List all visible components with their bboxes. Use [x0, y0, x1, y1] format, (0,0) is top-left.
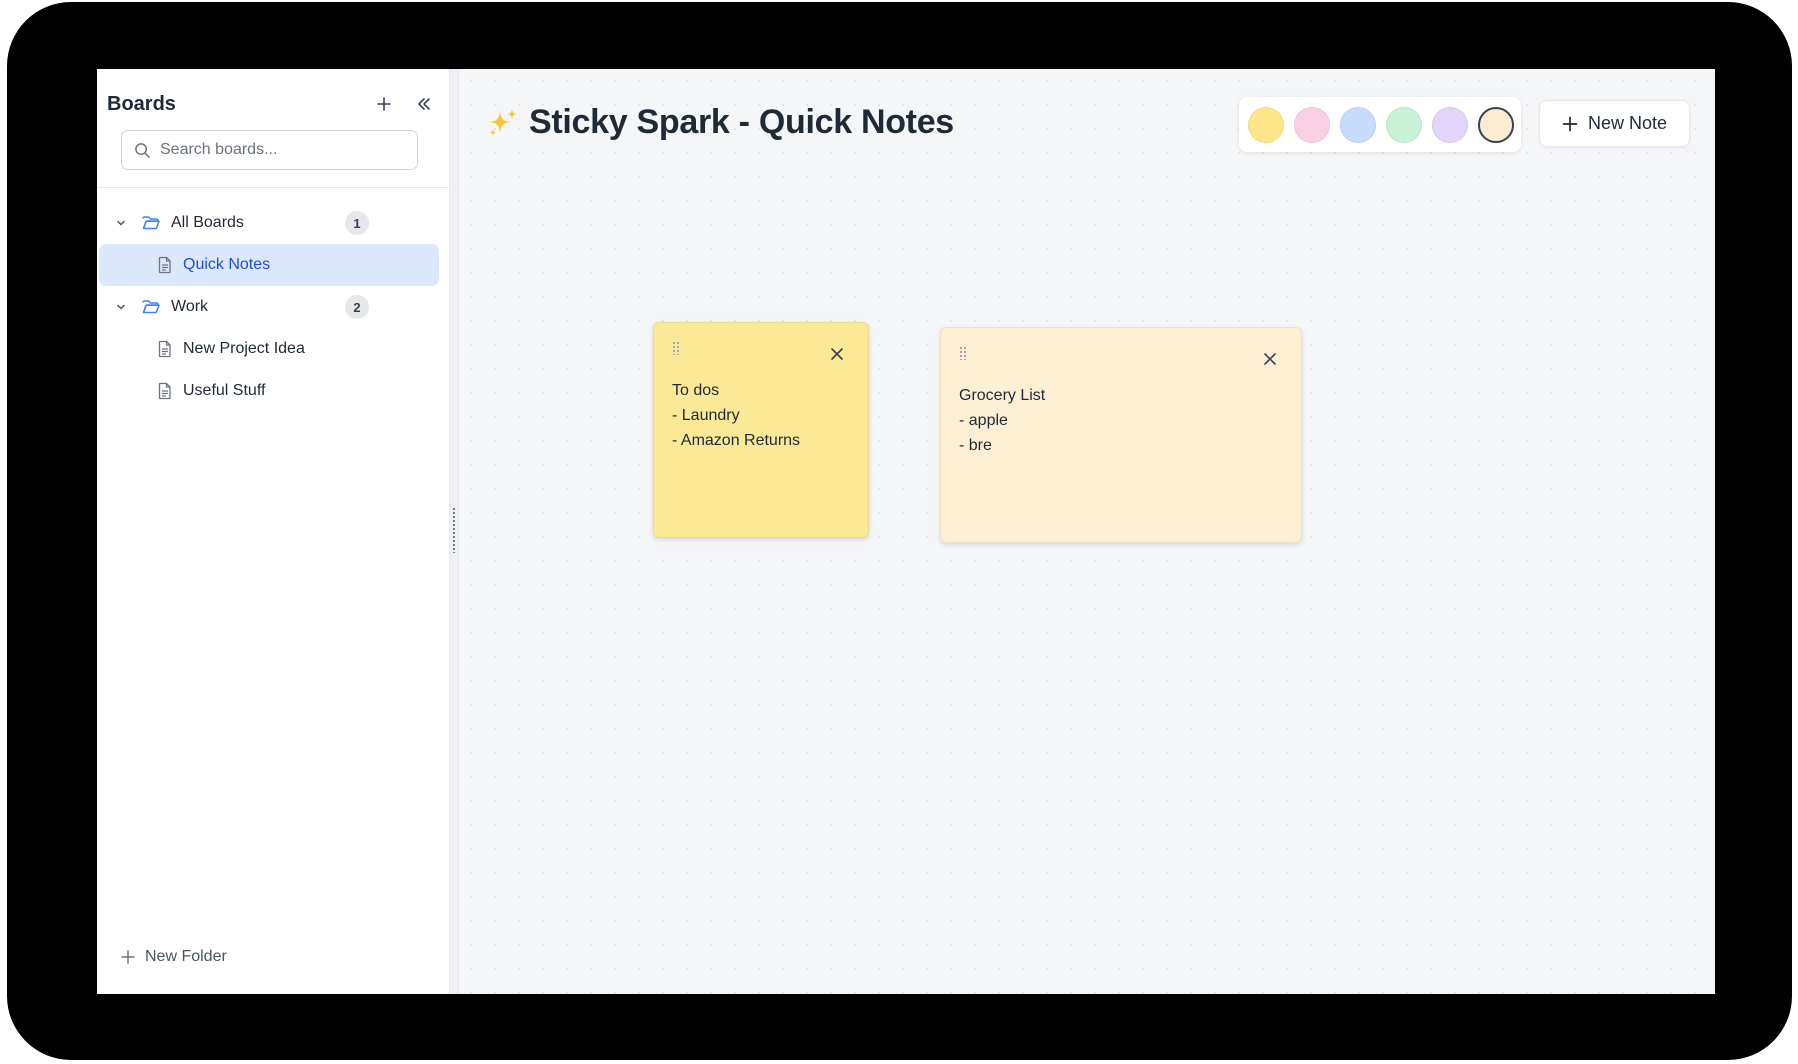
color-swatch-purple[interactable] [1432, 106, 1468, 143]
document-icon [157, 256, 173, 274]
board-item-quick-notes[interactable]: Quick Notes [99, 244, 439, 286]
note-text[interactable]: Grocery List - apple - bre [959, 387, 1046, 454]
drag-handle-icon[interactable] [672, 341, 680, 355]
search-input[interactable] [160, 141, 410, 159]
folder-all-boards[interactable]: All Boards 1 [97, 202, 449, 244]
board-canvas[interactable]: Sticky Spark - Quick Notes New Note [459, 69, 1715, 994]
app-window: Boards [97, 69, 1715, 994]
sidebar-divider [97, 187, 449, 188]
sticky-note[interactable]: To dos - Laundry - Amazon Returns [653, 322, 869, 538]
resize-grip-icon [452, 507, 456, 553]
chevron-down-icon[interactable] [115, 217, 131, 229]
drag-handle-icon[interactable] [959, 346, 967, 360]
add-board-icon[interactable] [371, 91, 397, 117]
collapse-sidebar-icon[interactable] [411, 91, 437, 117]
device-frame: Boards [7, 2, 1792, 1060]
folder-open-icon [141, 214, 161, 232]
folder-count-badge: 1 [345, 211, 369, 235]
new-folder-label: New Folder [145, 948, 227, 965]
document-icon [157, 382, 173, 400]
folder-count-badge: 2 [345, 295, 369, 319]
color-swatch-blue[interactable] [1340, 106, 1376, 143]
chevron-down-icon[interactable] [115, 301, 131, 313]
sidebar-header: Boards [107, 89, 437, 119]
folder-label: All Boards [171, 214, 244, 231]
note-text[interactable]: To dos - Laundry - Amazon Returns [672, 382, 801, 449]
board-item-label: Quick Notes [183, 256, 271, 273]
plus-icon [1562, 116, 1578, 132]
sparkles-icon [487, 107, 519, 139]
sidebar-title: Boards [107, 92, 176, 115]
sidebar-resize-handle[interactable] [450, 69, 459, 994]
new-folder-button[interactable]: New Folder [121, 948, 227, 966]
board-item-useful-stuff[interactable]: Useful Stuff [97, 370, 449, 412]
search-icon [134, 142, 151, 159]
board-tree: All Boards 1 Quick Notes [97, 202, 449, 412]
plus-icon [121, 950, 135, 964]
search-field[interactable] [121, 130, 418, 170]
sticky-note[interactable]: Grocery List - apple - bre [940, 327, 1302, 543]
new-note-button[interactable]: New Note [1539, 100, 1690, 147]
close-icon[interactable] [1261, 350, 1279, 368]
board-item-label: New Project Idea [183, 340, 305, 357]
document-icon [157, 340, 173, 358]
page-title: Sticky Spark - Quick Notes [529, 103, 954, 141]
folder-work[interactable]: Work 2 [97, 286, 449, 328]
folder-open-icon [141, 298, 161, 316]
color-picker [1239, 97, 1521, 152]
sidebar-actions [371, 91, 437, 117]
folder-label: Work [171, 298, 209, 315]
board-header: Sticky Spark - Quick Notes [487, 103, 954, 142]
close-icon[interactable] [828, 345, 846, 363]
color-swatch-yellow[interactable] [1248, 106, 1284, 143]
color-swatch-pink[interactable] [1294, 106, 1330, 143]
board-item-new-project-idea[interactable]: New Project Idea [97, 328, 449, 370]
color-swatch-green[interactable] [1386, 106, 1422, 143]
board-item-label: Useful Stuff [183, 382, 266, 399]
sidebar: Boards [97, 69, 450, 994]
new-note-label: New Note [1587, 113, 1668, 133]
color-swatch-peach[interactable] [1478, 106, 1514, 143]
